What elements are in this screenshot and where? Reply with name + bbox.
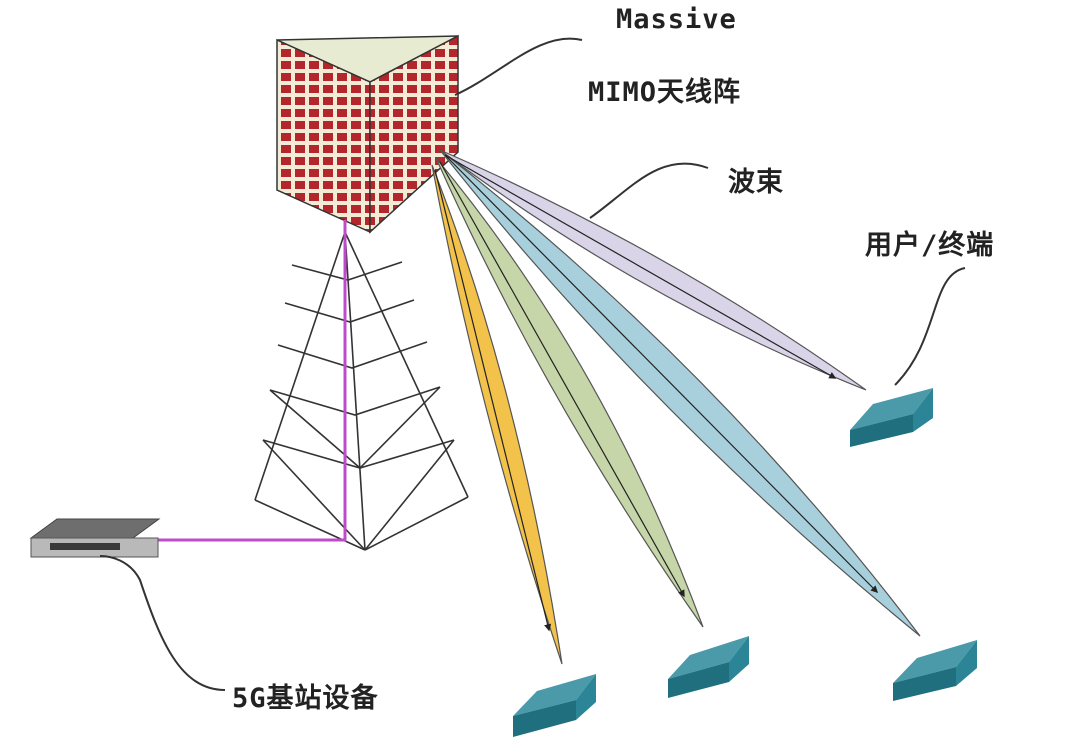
callout-base-station xyxy=(99,555,226,691)
beam-to-user-4 xyxy=(439,149,867,391)
base-station-unit xyxy=(29,518,161,558)
antenna-label-line2: MIMO天线阵 xyxy=(588,77,742,108)
user-terminal-label: 用户/终端 xyxy=(865,230,995,261)
beams xyxy=(431,149,921,665)
antenna-array xyxy=(276,34,459,234)
signal-cable xyxy=(158,220,347,542)
user-terminal-4 xyxy=(850,388,933,447)
user-terminal-2 xyxy=(668,636,749,698)
base-station-label: 5G基站设备 xyxy=(232,683,379,714)
beam-label: 波束 xyxy=(728,167,784,198)
callout-lines xyxy=(99,37,966,691)
callout-beam xyxy=(589,162,709,219)
callout-user xyxy=(894,267,966,386)
user-terminal-1 xyxy=(513,674,596,737)
callout-antenna xyxy=(454,37,583,96)
antenna-right-face xyxy=(369,34,459,234)
user-terminal-3 xyxy=(893,640,977,701)
tower xyxy=(254,231,469,551)
antenna-label-line1: Massive xyxy=(616,4,737,35)
